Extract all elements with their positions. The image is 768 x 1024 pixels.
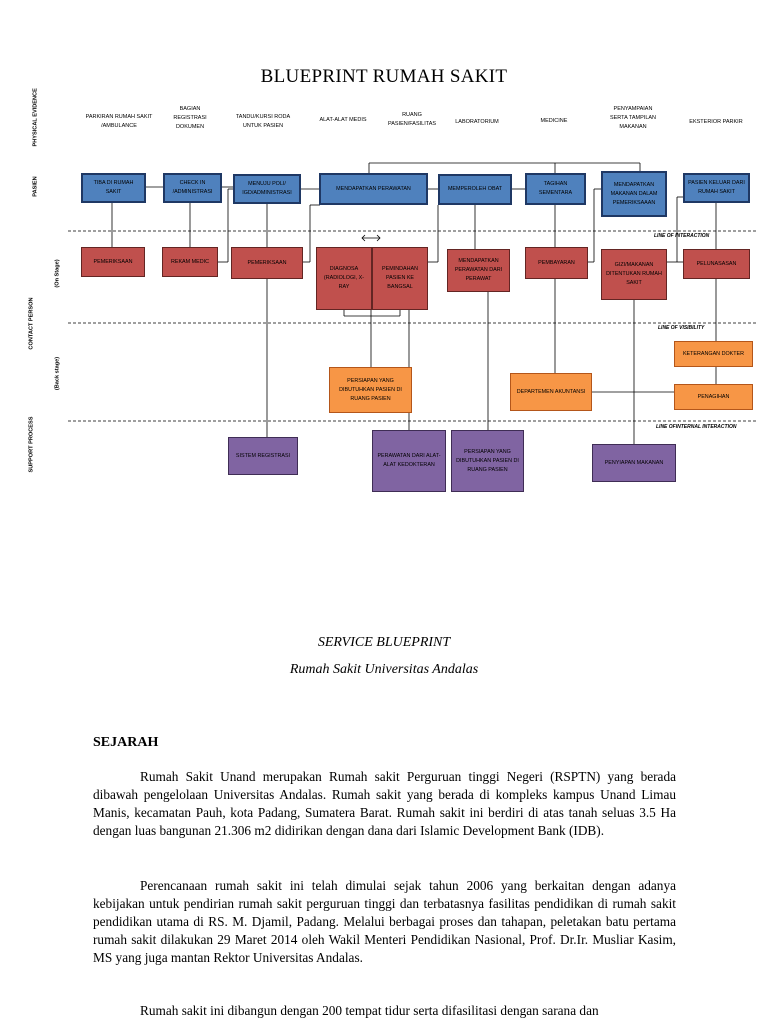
label-line-of-interaction: LINE OF INTERACTION bbox=[654, 233, 710, 239]
pe-laboratorium: LABORATORIUM bbox=[455, 119, 499, 125]
pasien-check-in: CHECK IN /ADMINISTRASI bbox=[163, 173, 222, 203]
lane-on-stage: (On Stage) bbox=[54, 259, 61, 288]
backstage-penagihan: PENAGIHAN bbox=[674, 384, 753, 410]
onstage-pemeriksaan-1: PEMERIKSAAN bbox=[81, 247, 145, 277]
onstage-pembayaran: PEMBAYARAN bbox=[525, 247, 588, 279]
figure-caption-subtitle: Rumah Sakit Universitas Andalas bbox=[289, 662, 479, 677]
lane-contact-person: CONTACT PERSON bbox=[28, 297, 35, 350]
pasien-tagihan: TAGIHAN SEMENTARA bbox=[525, 173, 586, 205]
support-penyiapan-makanan: PENYIAPAN MAKANAN bbox=[592, 444, 676, 482]
pe-eksterior: EKSTERIOR PARKIR bbox=[689, 119, 743, 125]
paragraph-3: Rumah sakit ini dibangun dengan 200 temp… bbox=[140, 1003, 599, 1018]
support-sistem-registrasi: SISTEM REGISTRASI bbox=[228, 437, 298, 475]
pe-medicine: MEDICINE bbox=[540, 118, 568, 124]
blueprint-title: BLUEPRINT RUMAH SAKIT bbox=[260, 66, 508, 87]
pe-ruang-pasien: RUANG PASIEN/FASILITAS bbox=[387, 112, 437, 127]
support-persiapan: PERSIAPAN YANG DIBUTUHKAN PASIEN DI RUAN… bbox=[451, 430, 524, 492]
backstage-persiapan: PERSIAPAN YANG DIBUTUHKAN PASIEN DI RUAN… bbox=[329, 367, 412, 413]
lane-back-stage: (Back stage) bbox=[54, 356, 61, 391]
onstage-pemindahan: PEMINDAHAN PASIEN KE BANGSAL bbox=[372, 247, 428, 310]
onstage-gizi: GIZI/MAKANAN DITENTUKAN RUMAH SAKIT bbox=[601, 249, 667, 300]
backstage-departemen-akuntansi: DEPARTEMEN AKUNTANSI bbox=[510, 373, 592, 411]
backstage-keterangan-dokter: KETERANGAN DOKTER bbox=[674, 341, 753, 367]
pasien-tiba: TIBA DI RUMAH SAKIT bbox=[81, 173, 146, 203]
label-line-of-internal-interaction: LINE OFINTERNAL INTERACTION bbox=[656, 424, 737, 430]
onstage-rekam-medic: REKAM MEDIC bbox=[162, 247, 218, 277]
lane-physical-evidence: PHYSICAL EVIDENCE bbox=[32, 88, 39, 147]
pasien-mendapatkan-makanan: MENDAPATKAN MAKANAN DALAM PEMERIKSAAAN bbox=[601, 171, 667, 217]
pe-bagian-registrasi: BAGIAN REGISTRASI DOKUMEN bbox=[173, 106, 207, 130]
onstage-diagnosa: DIAGNOSA (RADIOLOGI, X-RAY bbox=[316, 247, 372, 310]
pasien-mendapatkan-perawatan: MENDAPATKAN PERAWATAN bbox=[319, 173, 428, 205]
onstage-pemeriksaan-2: PEMERIKSAAN bbox=[231, 247, 303, 279]
support-perawatan-alat: PERAWATAN DARI ALAT-ALAT KEDOKTERAN bbox=[372, 430, 446, 492]
onstage-mendapatkan-perawatan: MENDAPATKAN PERAWATAN DARI PERAWAT bbox=[447, 249, 510, 292]
pasien-menuju-poli: MENUJU POLI/ IGD/ADMINISTRASI bbox=[233, 174, 301, 204]
paragraph-1: Rumah Sakit Unand merupakan Rumah sakit … bbox=[93, 769, 676, 838]
lane-support-process: SUPPORT PROCESS bbox=[28, 416, 35, 473]
lane-pasien: PASIEN bbox=[32, 176, 39, 197]
onstage-pelunasan: PELUNASASAN bbox=[683, 249, 750, 279]
paragraph-2: Perencanaan rumah sakit ini telah dimula… bbox=[93, 878, 676, 965]
pasien-memperoleh-obat: MEMPEROLEH OBAT bbox=[438, 174, 512, 205]
label-line-of-visibility: LINE OF VISIBILITY bbox=[658, 325, 705, 331]
pe-parkiran: PARKIRAN RUMAH SAKIT /AMBULANCE bbox=[85, 114, 153, 129]
pasien-keluar: PASIEN KELUAR DARI RUMAH SAKIT bbox=[683, 173, 750, 203]
figure-caption-title: SERVICE BLUEPRINT bbox=[317, 635, 451, 650]
pe-tandu: TANDU/KURSI RODA UNTUK PASIEN bbox=[235, 114, 291, 129]
blueprint-connectors bbox=[68, 162, 758, 444]
pe-penyampaian: PENYAMPAIAN SERTA TAMPILAN MAKANAN bbox=[609, 106, 657, 130]
section-heading: SEJARAH bbox=[93, 735, 159, 750]
pe-alat-medis: ALAT-ALAT MEDIS bbox=[319, 117, 367, 123]
